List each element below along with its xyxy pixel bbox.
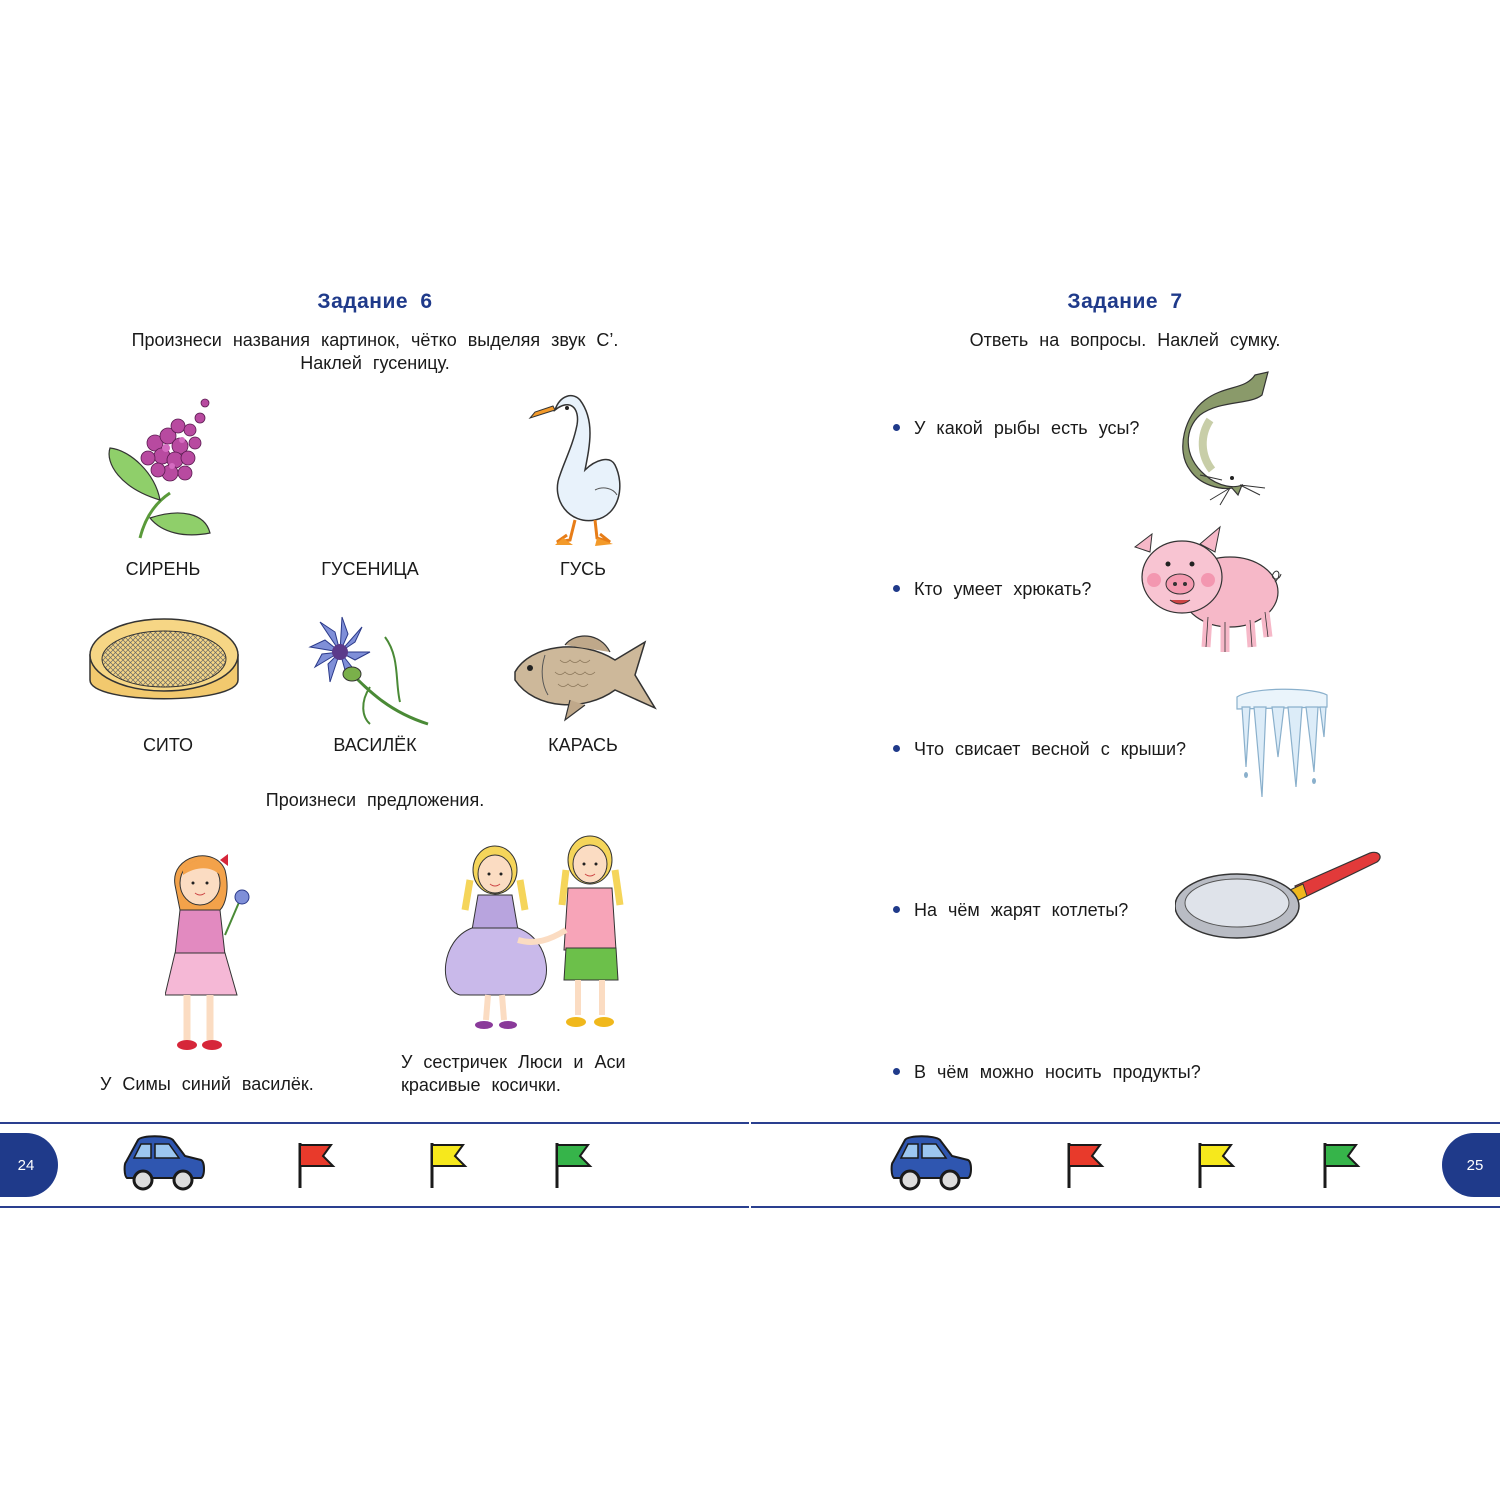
- task-6-title: Задание 6: [317, 290, 433, 313]
- question-3-text: Что свисает весной с крыши?: [914, 739, 1187, 759]
- sentences-instruction: Произнеси предложения.: [265, 790, 485, 810]
- task-6-instruction: Произнеси названия картинок, чётко выдел…: [0, 329, 750, 375]
- catfish-icon: [1182, 371, 1269, 506]
- red-flag-icon: [1067, 1143, 1105, 1188]
- sentence-2: У сестричек Люси и Аси красивые косички.: [401, 1051, 626, 1097]
- left-page: Задание 6 Произнеси названия картинок, ч…: [0, 290, 750, 1097]
- question-5-text: В чём можно носить продукты?: [914, 1062, 1201, 1082]
- label-lilac: СИРЕНЬ: [125, 559, 201, 579]
- right-page: Задание 7 Ответь на вопросы. Наклей сумк…: [750, 0, 1500, 1500]
- pig-icon: [1133, 525, 1282, 652]
- sieve-icon: [89, 618, 239, 700]
- red-flag-icon: [298, 1143, 336, 1188]
- goose-icon: [528, 394, 621, 546]
- frying-pan-icon: [1175, 851, 1381, 939]
- task-7-instruction: Ответь на вопросы. Наклей сумку.: [969, 330, 1281, 350]
- bullet-icon: [893, 1067, 900, 1075]
- label-goose: ГУСЬ: [560, 559, 606, 579]
- question-4-text: На чём жарят котлеты?: [914, 900, 1129, 920]
- question-4: На чём жарят котлеты?: [893, 900, 1128, 921]
- car-icon: [123, 1135, 205, 1191]
- question-1-text: У какой рыбы есть усы?: [914, 418, 1140, 438]
- page-number-left: 24: [0, 1133, 58, 1197]
- green-flag-icon: [1323, 1143, 1361, 1188]
- question-3: Что свисает весной с крыши?: [893, 739, 1186, 760]
- question-1: У какой рыбы есть усы?: [893, 418, 1139, 439]
- car-icon: [890, 1135, 972, 1191]
- girl-with-cornflower-icon: [165, 854, 250, 1050]
- bullet-icon: [893, 905, 900, 913]
- yellow-flag-icon: [1198, 1143, 1236, 1188]
- page-number-right: 25: [1442, 1133, 1500, 1197]
- yellow-flag-icon: [430, 1143, 468, 1188]
- question-2-text: Кто умеет хрюкать?: [914, 579, 1092, 599]
- two-sisters-icon: [444, 835, 624, 1029]
- sentence-2-line-2: красивые косички.: [401, 1075, 561, 1095]
- cornflower-icon: [308, 616, 429, 726]
- label-caterpillar: ГУСЕНИЦА: [321, 559, 419, 579]
- page-divider: [749, 1122, 751, 1208]
- crucian-fish-icon: [514, 635, 657, 722]
- label-sieve: СИТО: [142, 735, 194, 755]
- task-7-title: Задание 7: [1067, 290, 1183, 313]
- instruction-line-1: Произнеси названия картинок, чётко выдел…: [131, 330, 619, 350]
- sentence-1: У Симы синий василёк.: [100, 1074, 314, 1094]
- lilac-icon: [108, 398, 211, 539]
- icicle-icon: [1236, 688, 1328, 798]
- label-cornflower: ВАСИЛЁК: [333, 735, 417, 755]
- bullet-icon: [893, 584, 900, 592]
- question-2: Кто умеет хрюкать?: [893, 579, 1091, 600]
- sentence-2-line-1: У сестричек Люси и Аси: [401, 1052, 626, 1072]
- bullet-icon: [893, 744, 900, 752]
- question-5: В чём можно носить продукты?: [893, 1062, 1201, 1083]
- label-crucian: КАРАСЬ: [548, 735, 618, 755]
- green-flag-icon: [555, 1143, 593, 1188]
- instruction-line-2: Наклей гусеницу.: [300, 353, 450, 373]
- bullet-icon: [893, 423, 900, 431]
